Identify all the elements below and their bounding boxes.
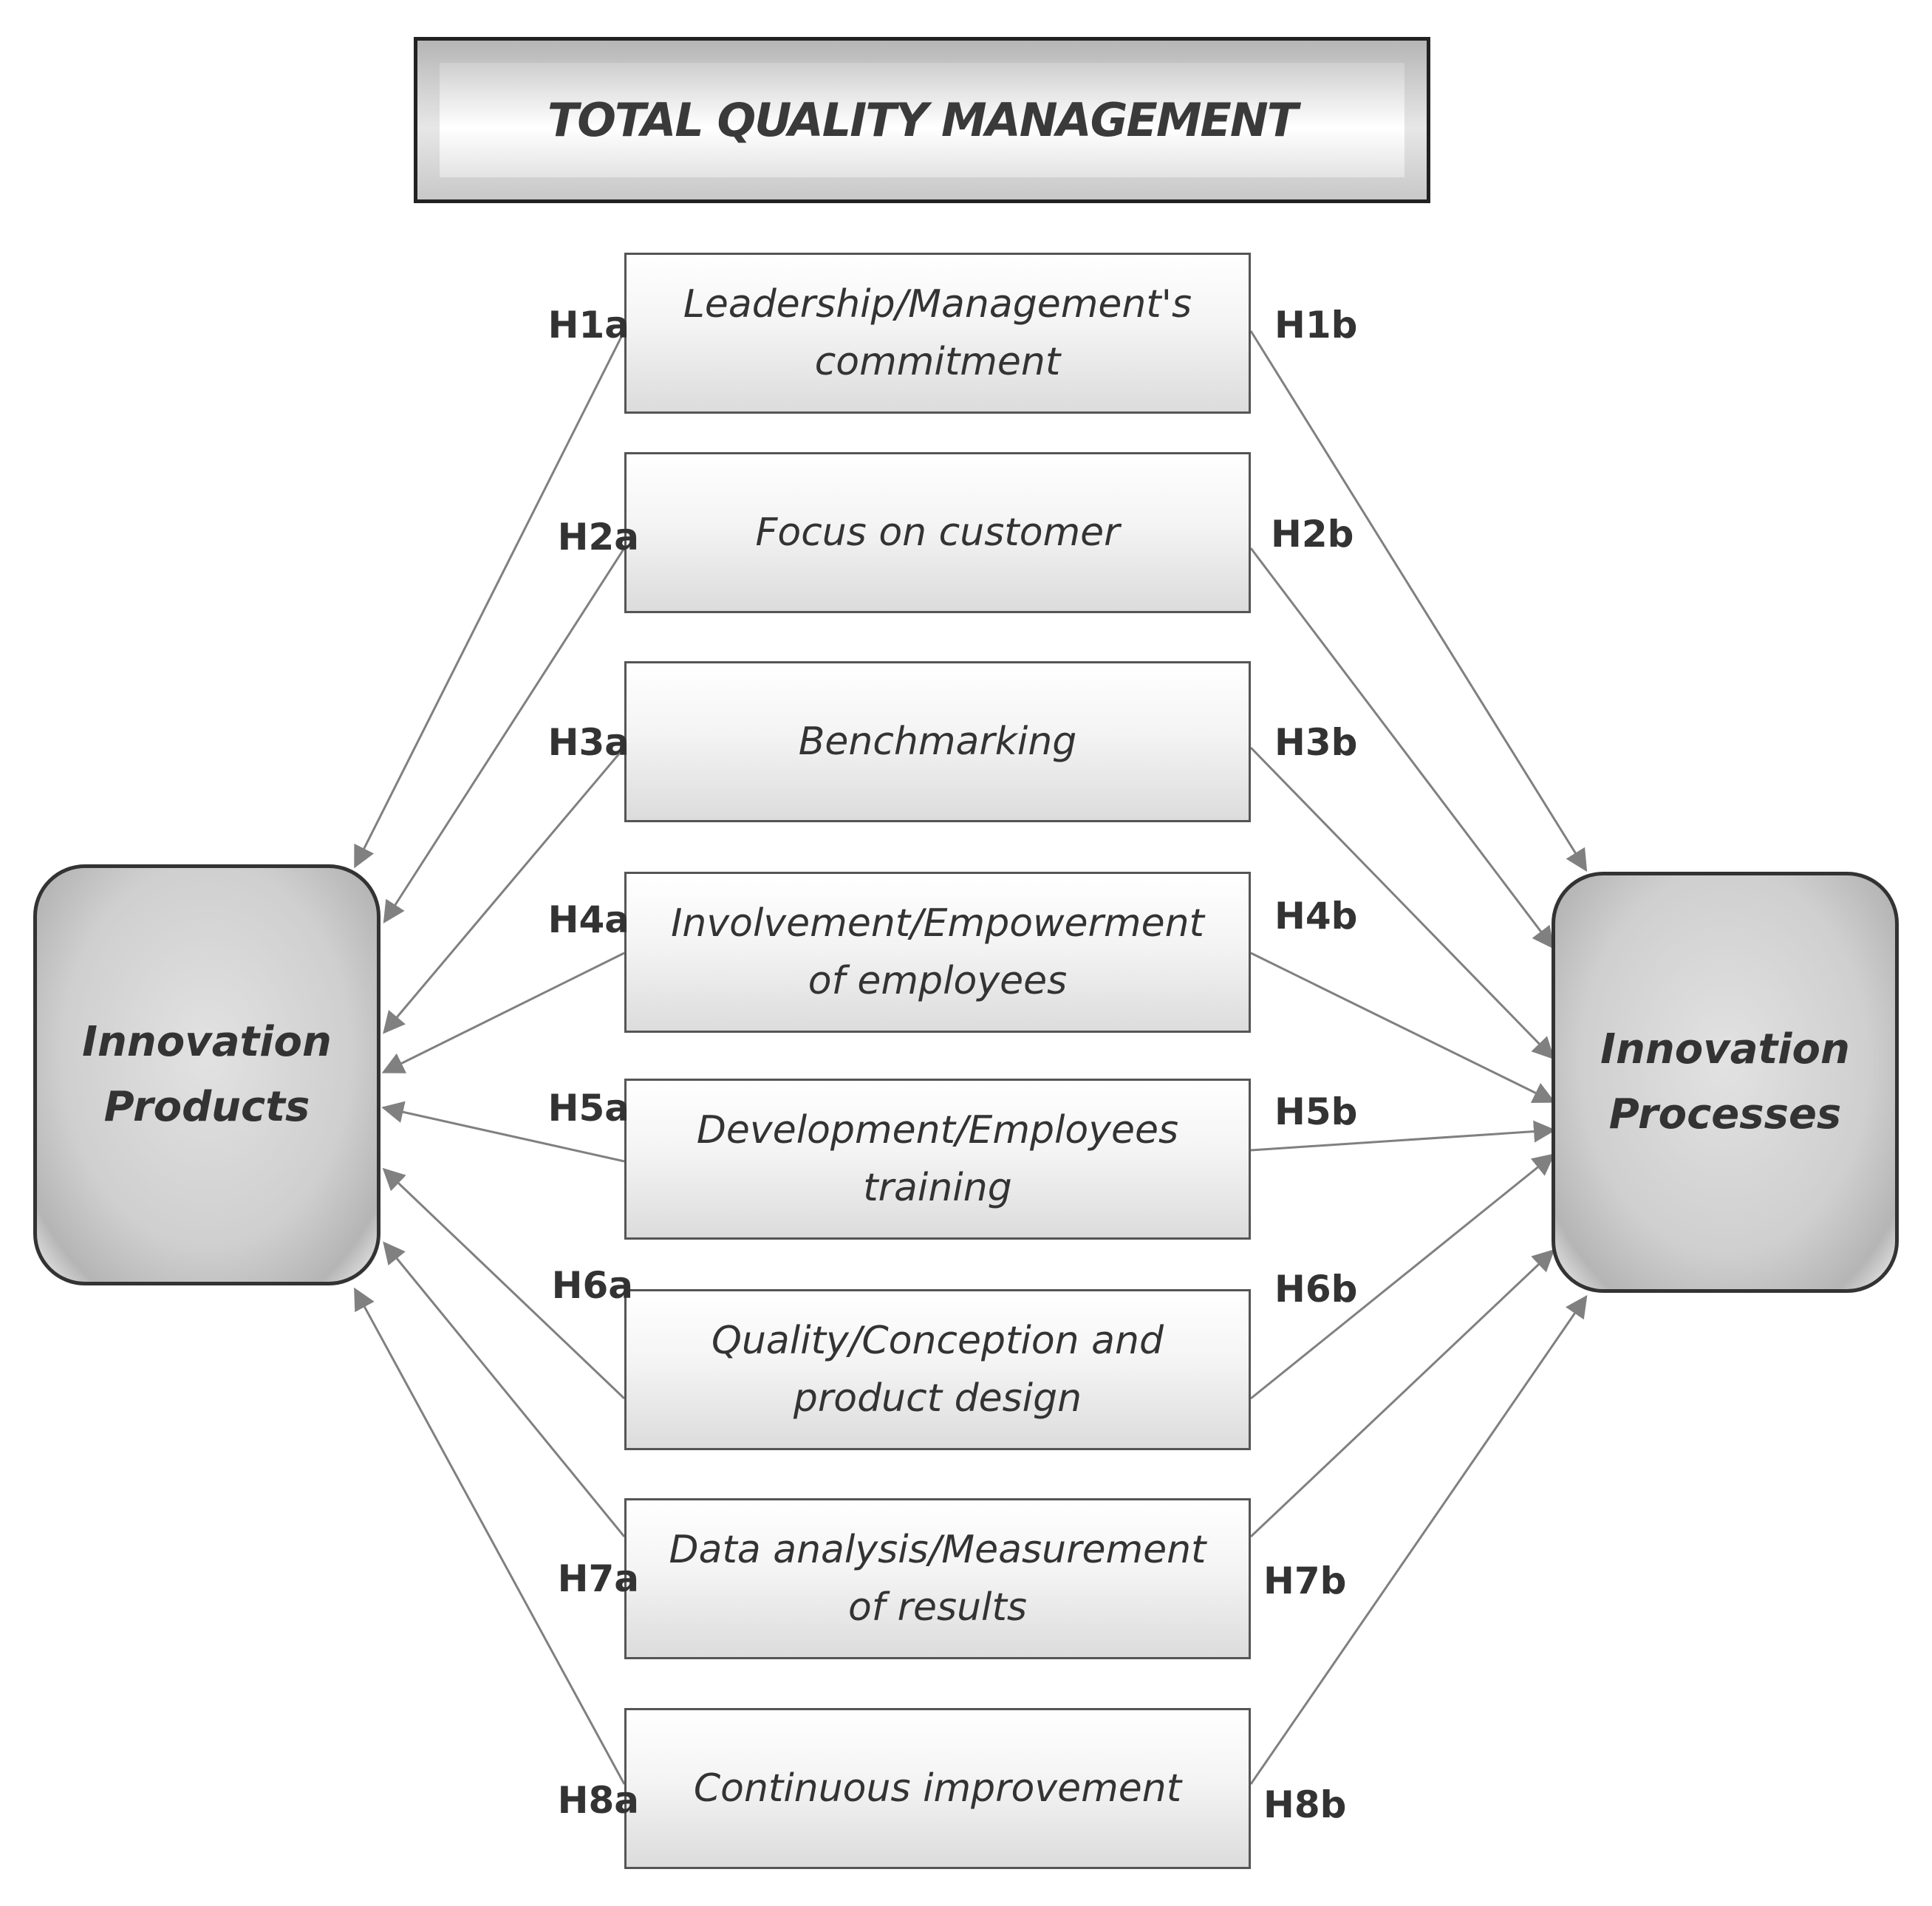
arrow-h3a <box>383 747 626 1034</box>
hypothesis-label-h7b: H7b <box>1263 1560 1347 1602</box>
arrow-h2b <box>1249 547 1554 949</box>
arrow-h2a <box>383 547 626 924</box>
arrow-h3b <box>1249 746 1555 1060</box>
arrow-h4a <box>381 952 625 1073</box>
factor-label-8: Continuous improvement <box>664 1760 1211 1817</box>
hypothesis-label-h8a: H8a <box>557 1779 639 1822</box>
factor-box-5: Development/Employees training <box>624 1079 1251 1240</box>
factor-label-6: Quality/Conception and product design <box>682 1312 1193 1427</box>
factor-box-4: Involvement/Empowerment of employees <box>624 872 1251 1033</box>
arrow-h4b <box>1250 952 1556 1103</box>
hypothesis-label-h6a: H6a <box>551 1264 633 1307</box>
arrow-h6b <box>1250 1153 1555 1400</box>
hypothesis-label-h1b: H1b <box>1274 304 1358 346</box>
hypothesis-label-h1a: H1a <box>547 304 629 346</box>
factor-label-2: Focus on customer <box>726 504 1149 561</box>
factor-box-6: Quality/Conception and product design <box>624 1289 1251 1450</box>
factor-label-5-line-2: training <box>863 1166 1012 1210</box>
arrow-h1b <box>1249 330 1588 872</box>
innovation-products-line-2: Products <box>103 1083 310 1131</box>
factor-label-3: Benchmarking <box>769 713 1107 771</box>
title-box: TOTAL QUALITY MANAGEMENT <box>414 37 1430 203</box>
innovation-processes-box: Innovation Processes <box>1552 872 1899 1293</box>
arrow-h7b <box>1249 1249 1555 1538</box>
hypothesis-label-h2a: H2a <box>557 516 639 559</box>
factor-box-1: Leadership/Management's commitment <box>624 253 1251 414</box>
factor-box-7: Data analysis/Measurement of results <box>624 1498 1251 1659</box>
factor-box-3: Benchmarking <box>624 661 1251 822</box>
arrow-h7a <box>383 1241 626 1537</box>
hypothesis-label-h3b: H3b <box>1274 721 1358 764</box>
factor-label-2-line-1: Focus on customer <box>755 510 1120 555</box>
hypothesis-label-h3a: H3a <box>547 721 629 764</box>
factor-label-7: Data analysis/Measurement of results <box>640 1521 1236 1636</box>
arrow-h1a <box>354 330 626 869</box>
hypothesis-label-h6b: H6b <box>1274 1268 1358 1311</box>
factor-label-8-line-1: Continuous improvement <box>693 1766 1182 1811</box>
factor-label-1-line-2: commitment <box>814 340 1061 384</box>
hypothesis-label-h5a: H5a <box>547 1087 629 1130</box>
innovation-processes-line-1: Innovation <box>1600 1025 1850 1073</box>
factor-label-7-line-2: of results <box>847 1585 1027 1630</box>
factor-label-4-line-1: Involvement/Empowerment <box>671 901 1204 946</box>
factor-label-5-line-1: Development/Employees <box>696 1108 1179 1152</box>
innovation-processes-label: Innovation Processes <box>1600 1017 1850 1147</box>
diagram-title: TOTAL QUALITY MANAGEMENT <box>547 93 1298 147</box>
innovation-products-box: Innovation Products <box>33 864 380 1285</box>
arrow-h5b <box>1250 1120 1556 1152</box>
innovation-processes-line-2: Processes <box>1608 1090 1842 1138</box>
factor-label-1-line-1: Leadership/Management's <box>683 282 1192 327</box>
hypothesis-label-h2b: H2b <box>1271 513 1354 556</box>
factor-label-6-line-1: Quality/Conception and <box>711 1319 1164 1363</box>
factor-label-6-line-2: product design <box>793 1376 1082 1421</box>
arrow-h6a <box>382 1167 626 1400</box>
hypothesis-label-h5b: H5b <box>1274 1090 1358 1133</box>
innovation-products-line-1: Innovation <box>82 1018 332 1066</box>
hypothesis-label-h8b: H8b <box>1263 1783 1347 1826</box>
innovation-products-label: Innovation Products <box>82 1010 332 1140</box>
arrow-h8a <box>354 1287 626 1785</box>
factor-label-4: Involvement/Empowerment of employees <box>641 895 1234 1010</box>
factor-box-8: Continuous improvement <box>624 1708 1251 1869</box>
factor-label-7-line-1: Data analysis/Measurement <box>669 1528 1206 1572</box>
hypothesis-label-h4a: H4a <box>547 898 629 941</box>
hypothesis-label-h4b: H4b <box>1274 895 1358 937</box>
factor-label-3-line-1: Benchmarking <box>798 720 1077 764</box>
factor-label-4-line-2: of employees <box>808 959 1068 1003</box>
hypothesis-label-h7a: H7a <box>557 1557 639 1600</box>
factor-label-1: Leadership/Management's commitment <box>654 276 1221 391</box>
factor-box-2: Focus on customer <box>624 452 1251 613</box>
arrow-h5a <box>381 1101 625 1163</box>
arrow-h8b <box>1249 1295 1588 1785</box>
factor-label-5: Development/Employees training <box>667 1101 1208 1217</box>
